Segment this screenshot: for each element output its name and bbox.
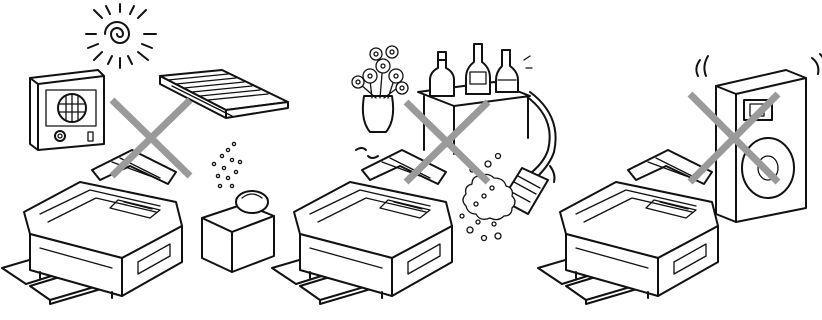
fax-machine-3 [538, 150, 718, 304]
space-heater-icon [30, 70, 104, 150]
humidifier-icon [202, 142, 274, 272]
prohibited-cross-2 [406, 102, 488, 182]
fax-machine-2 [272, 150, 452, 304]
sun-icon [86, 4, 156, 68]
fax-machine-1 [2, 150, 182, 304]
panel-chemicals-dust [272, 44, 556, 304]
loudspeaker-icon [696, 54, 822, 222]
flower-vase-icon [352, 46, 408, 158]
panel-heat-moisture [2, 4, 288, 304]
chemical-bottles-icon [418, 44, 532, 154]
panel-vibration [538, 54, 822, 304]
